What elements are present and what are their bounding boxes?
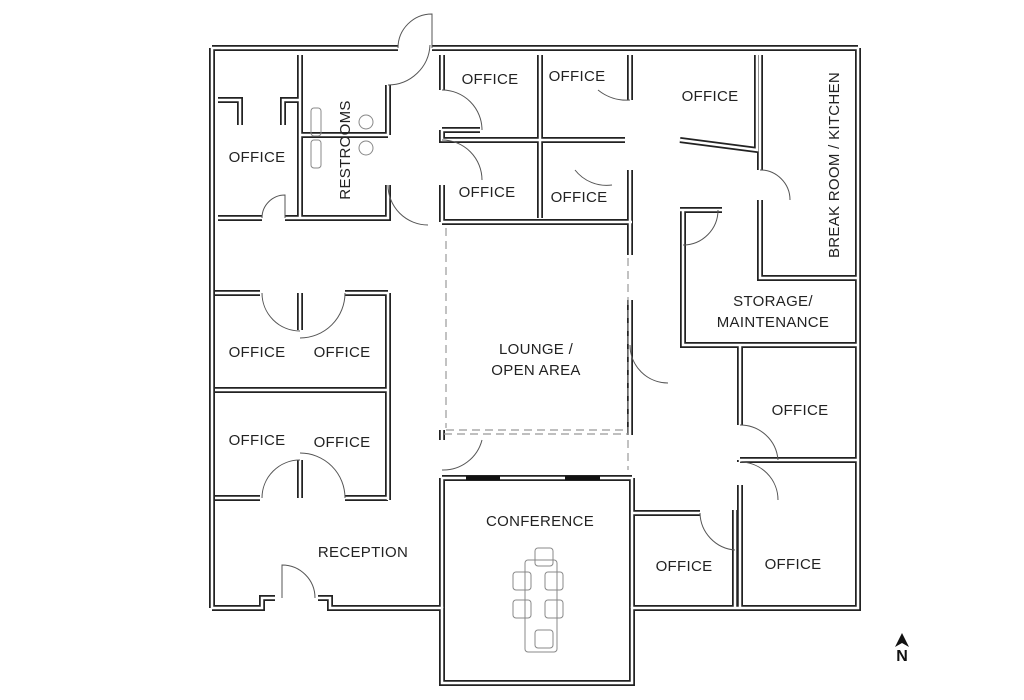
north-arrow-icon	[895, 633, 909, 647]
room-label-office: OFFICE	[655, 558, 713, 575]
furniture-item	[534, 629, 554, 649]
room-label-office: OFFICE	[228, 432, 286, 449]
north-indicator: N	[892, 632, 912, 666]
door-swing	[261, 194, 286, 219]
room-label-storage: STORAGE/	[733, 293, 813, 310]
door-swing	[387, 184, 429, 226]
room-label-office: OFFICE	[228, 344, 286, 361]
room-label-office: OFFICE	[313, 344, 371, 361]
door-swing	[759, 169, 791, 201]
door-swing	[299, 292, 346, 339]
north-label: N	[896, 648, 908, 665]
furniture-item	[534, 547, 554, 567]
room-label-maintenance: MAINTENANCE	[716, 314, 830, 331]
room-label-office: OFFICE	[458, 184, 516, 201]
wall-inner	[212, 596, 275, 610]
furniture-item	[310, 139, 322, 169]
door-swing	[387, 44, 431, 86]
door-swing	[574, 169, 613, 186]
wall	[318, 48, 861, 686]
room-label-office: OFFICE	[550, 189, 608, 206]
door-swing	[597, 89, 631, 101]
room-label-office: OFFICE	[461, 71, 519, 88]
door-swing	[739, 461, 779, 501]
room-label-office: OFFICE	[681, 88, 739, 105]
wall-inner	[281, 98, 300, 125]
door-swing	[441, 439, 483, 471]
furniture-item	[544, 599, 564, 619]
room-label-open-area: OPEN AREA	[491, 362, 581, 379]
wall	[212, 595, 275, 611]
door-swing	[699, 512, 736, 551]
conference-table	[310, 107, 600, 653]
door-swing	[739, 424, 779, 461]
door-swing	[261, 292, 301, 332]
wall-inner	[218, 98, 242, 125]
furniture-item	[512, 571, 532, 591]
wall-inner	[318, 48, 860, 685]
room-label-office: OFFICE	[771, 402, 829, 419]
furniture-item	[310, 107, 322, 137]
door-swing	[441, 139, 483, 181]
wall	[218, 97, 243, 125]
door-swing	[299, 452, 346, 499]
furniture-item	[512, 599, 532, 619]
wall-inner	[681, 210, 858, 347]
room-label-lounge: LOUNGE /	[498, 341, 574, 358]
door-swing	[441, 89, 483, 131]
sink-icon	[358, 114, 374, 130]
furniture-item	[544, 571, 564, 591]
door-swings	[261, 13, 791, 599]
room-label-conference: CONFERENCE	[485, 513, 595, 530]
room-label-reception: RECEPTION	[317, 544, 409, 561]
door-swing	[629, 344, 669, 384]
sink-icon	[358, 140, 374, 156]
room-label-office: OFFICE	[313, 434, 371, 451]
door-swing	[397, 13, 433, 49]
wall-inner	[758, 200, 858, 280]
door-swing	[261, 459, 301, 499]
door-swing	[682, 209, 719, 246]
wall-inner	[679, 55, 759, 152]
room-label-restrooms: RESTROOMS	[337, 100, 354, 200]
open-area-boundary	[444, 228, 629, 470]
room-label-break-room: BREAK ROOM / KITCHEN	[826, 71, 843, 259]
wall-inner	[300, 185, 390, 220]
furniture-item	[524, 559, 558, 653]
door-swing	[281, 564, 316, 599]
room-label-office: OFFICE	[548, 68, 606, 85]
room-label-office: OFFICE	[764, 556, 822, 573]
walls	[209, 45, 861, 686]
room-label-office: OFFICE	[228, 149, 286, 166]
